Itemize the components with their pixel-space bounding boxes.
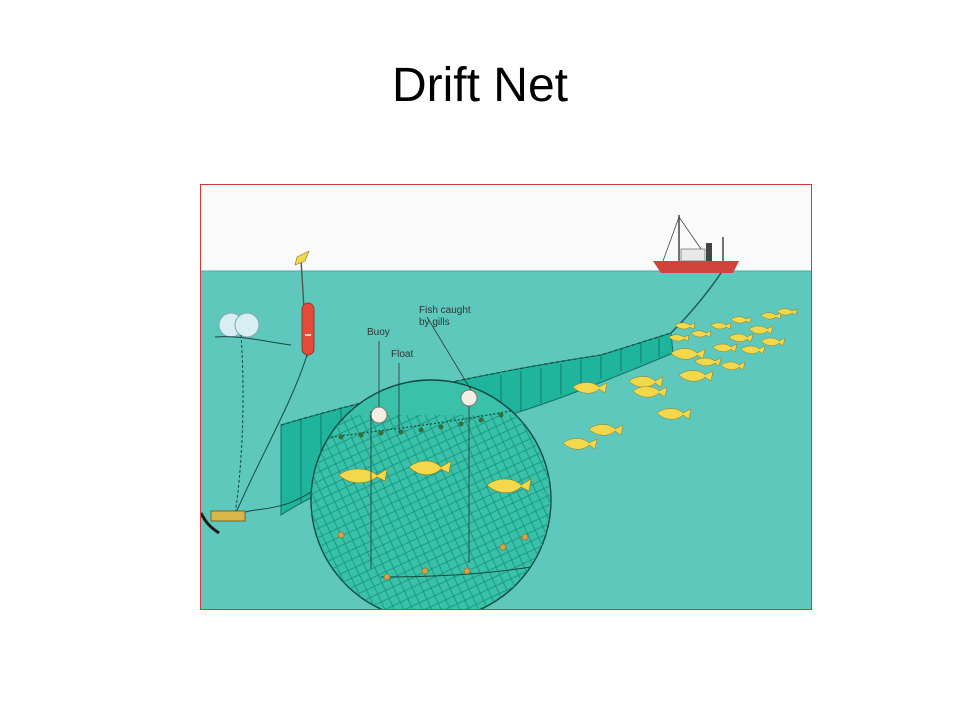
fishing-ship <box>653 215 739 273</box>
float-label: Float <box>391 349 413 360</box>
buoy-label: Buoy <box>367 327 390 338</box>
drift-net-diagram: Buoy Float Fish caught by gills <box>200 184 812 610</box>
callout-lines <box>370 316 472 569</box>
anchor <box>201 334 322 535</box>
sky <box>201 185 811 273</box>
surface-floats <box>214 312 292 346</box>
slide-title: Drift Net <box>391 59 568 112</box>
fish-caught-label-line2: by gills <box>419 317 450 328</box>
magnified-net-view <box>310 379 552 609</box>
fish-in-net <box>338 460 532 494</box>
fish-caught-label-line1: Fish caught <box>419 305 471 316</box>
marker-buoy <box>294 250 315 358</box>
fish-school <box>562 308 798 450</box>
